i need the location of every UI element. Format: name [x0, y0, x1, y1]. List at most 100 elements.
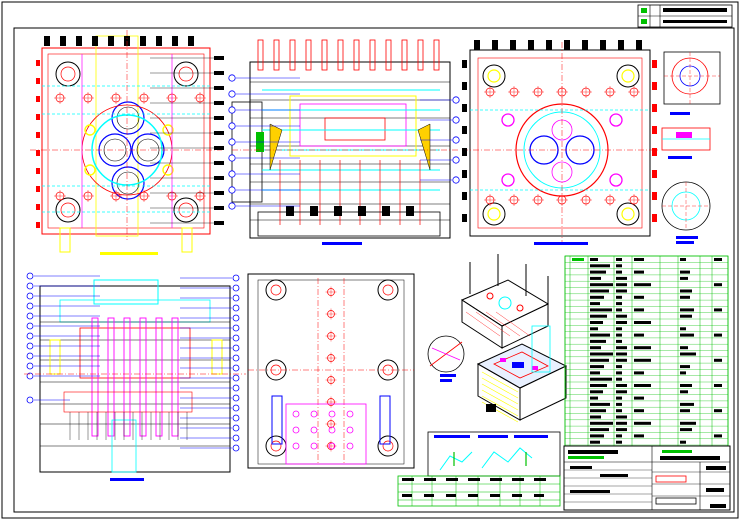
iso-latch — [486, 404, 496, 412]
circle — [162, 164, 174, 176]
bom-cell-text — [680, 390, 688, 394]
dim-mark — [462, 214, 467, 222]
view-section-a — [228, 39, 460, 245]
iso-line — [485, 311, 521, 337]
leader-tag — [60, 36, 66, 46]
bom-cell-text — [616, 421, 627, 425]
dim-mark — [36, 186, 40, 192]
ejector-housing — [285, 403, 367, 465]
bom-cell-text — [616, 308, 622, 312]
bom-cell-text — [714, 258, 722, 261]
bom-cell-text — [616, 321, 627, 324]
bom-cell-text — [634, 321, 651, 324]
bom-cell-text — [616, 434, 622, 438]
item-balloon — [26, 362, 34, 370]
bom-cell-text — [590, 352, 613, 356]
bom-cell-text — [616, 270, 622, 274]
bom-cell-text — [634, 346, 651, 350]
view-isometric — [427, 254, 568, 423]
item-balloon — [26, 312, 34, 320]
iso-cavity — [493, 351, 549, 379]
company-text — [568, 456, 604, 459]
guide-pin-hole — [482, 64, 506, 88]
title-text — [660, 456, 720, 460]
ejector-pin — [123, 317, 131, 437]
item-balloon — [26, 372, 34, 380]
item-balloon — [26, 332, 34, 340]
leader-tag — [140, 36, 146, 46]
dim-mark — [462, 126, 467, 134]
dim-mark — [652, 148, 657, 156]
item-balloon — [228, 170, 236, 178]
scale-text — [710, 504, 726, 508]
title-text — [662, 450, 692, 453]
bolt — [337, 39, 344, 71]
guide-pin-hole — [55, 197, 81, 223]
circle — [382, 440, 394, 452]
item-balloon — [452, 176, 460, 184]
view-caption — [322, 242, 362, 245]
dim-mark — [462, 192, 467, 200]
guide-pin-hole — [482, 202, 506, 226]
bom-cell-text — [616, 339, 622, 343]
bom-cell-text — [590, 428, 609, 432]
title-grid — [397, 475, 561, 507]
bom-cell-text — [634, 283, 651, 287]
sheet-inner-frame — [13, 27, 735, 513]
item-balloon — [26, 352, 34, 360]
bom-cell-text — [616, 371, 622, 375]
spacer — [286, 206, 294, 216]
plate-outline — [41, 47, 211, 235]
cavity-block — [79, 327, 191, 379]
bom-cell-text — [616, 428, 627, 432]
circle — [178, 66, 194, 82]
spacer — [334, 206, 342, 216]
item-balloon — [228, 90, 236, 98]
view-cavity-plate-plan — [462, 40, 660, 245]
item-balloon — [452, 136, 460, 144]
bom-cell-text — [590, 346, 601, 350]
bom-cell-text — [680, 346, 688, 350]
spacer — [310, 206, 318, 216]
bom-cell-text — [714, 358, 722, 362]
plate-outline — [247, 273, 415, 469]
item-balloon — [228, 74, 236, 82]
dimension-tag — [214, 206, 224, 210]
item-balloon — [232, 434, 240, 442]
dim-mark — [462, 170, 467, 178]
bom-cell-text — [616, 346, 627, 350]
bom-cell-text — [680, 402, 694, 406]
dim-mark — [652, 104, 657, 112]
item-balloon — [232, 294, 240, 302]
guide-pin-hole — [377, 279, 399, 301]
dim-mark — [36, 150, 40, 156]
item-balloon — [228, 138, 236, 146]
bom-cell-text — [680, 352, 696, 356]
support-rail — [379, 395, 391, 445]
bom-cell-text — [616, 295, 622, 299]
detail-caption — [676, 241, 694, 244]
detail-caption — [668, 156, 692, 159]
plate-inner — [47, 53, 205, 229]
bom-cell-text — [714, 409, 722, 413]
bolt — [353, 39, 360, 71]
dim-mark — [36, 60, 40, 66]
bom-cell-text — [590, 339, 606, 343]
bom-cell-text — [680, 308, 694, 312]
section-circle — [427, 335, 465, 373]
item-balloon — [228, 186, 236, 194]
bom-cell-text — [590, 396, 598, 400]
bolt — [433, 39, 440, 71]
leader-tag — [618, 40, 624, 50]
iso-line — [475, 311, 511, 337]
detail-caption — [440, 379, 452, 382]
dim-mark — [652, 60, 657, 68]
item-balloon — [232, 364, 240, 372]
detail-a-frame — [663, 51, 721, 105]
bom-cell-text — [590, 264, 610, 268]
ejector-hole — [328, 442, 336, 450]
title-cell-text — [446, 494, 456, 497]
bolt — [289, 39, 296, 71]
item-balloon — [232, 324, 240, 332]
